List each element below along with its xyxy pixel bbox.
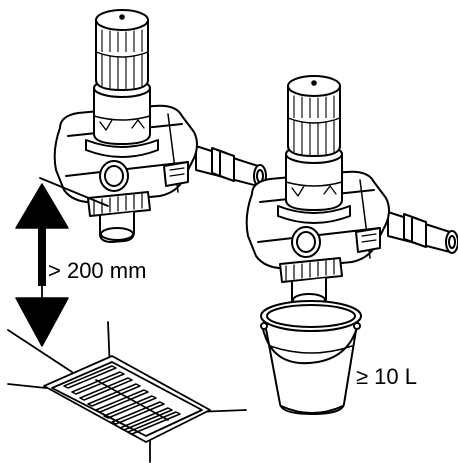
floor-drain-grate-icon xyxy=(7,321,247,463)
double-headed-arrow-icon xyxy=(15,183,69,347)
clearance-label: > 200 mm xyxy=(48,258,146,283)
left-valve-unit xyxy=(53,9,267,243)
right-valve-unit xyxy=(245,75,458,309)
volume-label: ≥ 10 L xyxy=(356,364,417,389)
bucket-icon xyxy=(260,300,362,415)
